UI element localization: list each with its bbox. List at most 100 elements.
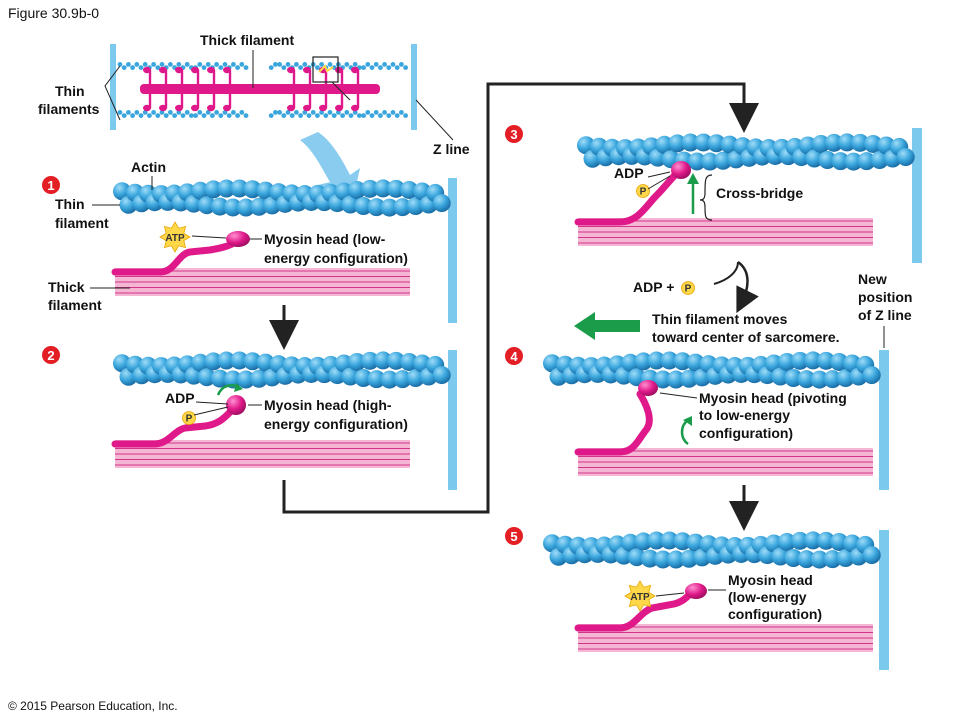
actin-bead: [387, 351, 406, 370]
step-4-release-p: P: [685, 284, 692, 295]
actin-bead: [323, 113, 329, 118]
actin-bead: [797, 370, 816, 389]
actin-bead: [176, 62, 182, 67]
actin-bead: [771, 367, 790, 386]
actin-bead: [277, 110, 282, 115]
overview-myosin-head: [175, 66, 183, 74]
step-5-actin-filament: [543, 531, 881, 569]
actin-bead: [230, 179, 249, 198]
actin-bead: [804, 531, 822, 550]
actin-bead: [214, 110, 220, 115]
actin-bead: [380, 370, 399, 389]
step-1-myosin-neck: [111, 240, 236, 276]
z-line-label: Z line: [433, 141, 470, 157]
actin-bead: [393, 370, 412, 389]
actin-bead: [896, 148, 915, 167]
actin-bead: [818, 151, 837, 170]
step-2-head-label-line1: Myosin head (high-: [264, 397, 392, 413]
actin-bead: [777, 352, 796, 371]
right-z-line: [411, 44, 417, 130]
actin-bead: [382, 62, 387, 67]
actin-bead: [790, 351, 809, 370]
actin-bead: [403, 65, 408, 70]
actin-bead: [357, 113, 362, 118]
step-3-actin-filament: [577, 133, 915, 171]
actin-bead: [694, 133, 713, 152]
actin-bead: [197, 368, 216, 387]
actin-bead: [306, 113, 312, 118]
actin-bead: [621, 533, 640, 552]
actin-bead: [727, 150, 746, 169]
step-2-head-label-line2: energy configuration): [264, 416, 408, 432]
actin-bead: [361, 113, 366, 118]
actin-bead: [817, 531, 836, 550]
overview-myosin-head: [143, 66, 151, 74]
actin-bead: [817, 351, 836, 370]
actin-bead: [138, 113, 144, 118]
actin-bead: [360, 179, 379, 198]
actin-bead: [130, 65, 136, 70]
actin-bead: [378, 65, 383, 70]
step-1-atp: ATP: [165, 233, 185, 244]
actin-bead: [243, 352, 262, 371]
step-1-z-line: [448, 178, 457, 323]
actin-bead: [347, 352, 366, 371]
step-4-myosin-head: [638, 380, 658, 396]
actin-bead: [399, 110, 404, 115]
actin-bead: [647, 531, 666, 550]
actin-bead: [823, 370, 842, 389]
actin-bead: [382, 110, 387, 115]
step-2-number: 2: [47, 348, 54, 363]
actin-bead: [687, 152, 706, 171]
actin-bead: [180, 113, 186, 118]
actin-bead: [393, 198, 412, 217]
actin-bead: [236, 370, 255, 389]
thick-filament-label: Thick filament: [200, 32, 294, 48]
actin-bead: [686, 533, 705, 552]
actin-bead: [777, 532, 796, 551]
actin-bead: [121, 65, 127, 70]
step-3-myosin-head: [671, 161, 691, 179]
actin-bead: [302, 110, 308, 115]
actin-bead: [543, 534, 561, 553]
actin-bead: [836, 549, 855, 568]
actin-bead: [627, 548, 646, 567]
actin-bead: [373, 110, 379, 115]
actin-bead: [666, 550, 685, 569]
actin-bead: [197, 62, 203, 67]
step-1-thick-label-line2: filament: [48, 297, 102, 313]
actin-bead: [281, 113, 287, 118]
actin-bead: [218, 65, 224, 70]
actin-bead: [784, 549, 803, 568]
step-1-head-label-line2: energy configuration): [264, 250, 408, 266]
actin-bead: [640, 549, 659, 568]
step-3-z-line: [912, 128, 922, 263]
overview-myosin-head: [335, 104, 343, 112]
actin-bead: [184, 62, 190, 67]
actin-bead: [673, 532, 692, 551]
actin-bead: [668, 134, 687, 153]
step-1-thin-label-line2: filament: [55, 215, 109, 231]
actin-bead: [857, 152, 876, 171]
actin-bead: [285, 110, 291, 115]
actin-bead: [621, 353, 640, 372]
actin-bead: [720, 135, 739, 154]
actin-bead: [223, 370, 242, 389]
step-5-head-label-line1: Myosin head: [728, 572, 813, 588]
copyright-text: © 2015 Pearson Education, Inc.: [8, 699, 178, 713]
step-5-panel: 5 ATP: [505, 527, 889, 670]
actin-bead: [121, 113, 127, 118]
overview-myosin-head: [303, 66, 311, 74]
actin-bead: [399, 62, 404, 67]
step-3-number: 3: [510, 127, 517, 142]
actin-bead: [365, 110, 371, 115]
actin-bead: [163, 113, 169, 118]
actin-bead: [263, 368, 282, 387]
actin-bead: [263, 196, 282, 215]
actin-bead: [184, 110, 190, 115]
actin-bead: [147, 113, 152, 118]
actin-bead: [142, 62, 148, 67]
actin-bead: [217, 351, 236, 370]
actin-bead: [406, 369, 425, 388]
actin-bead: [277, 62, 282, 67]
